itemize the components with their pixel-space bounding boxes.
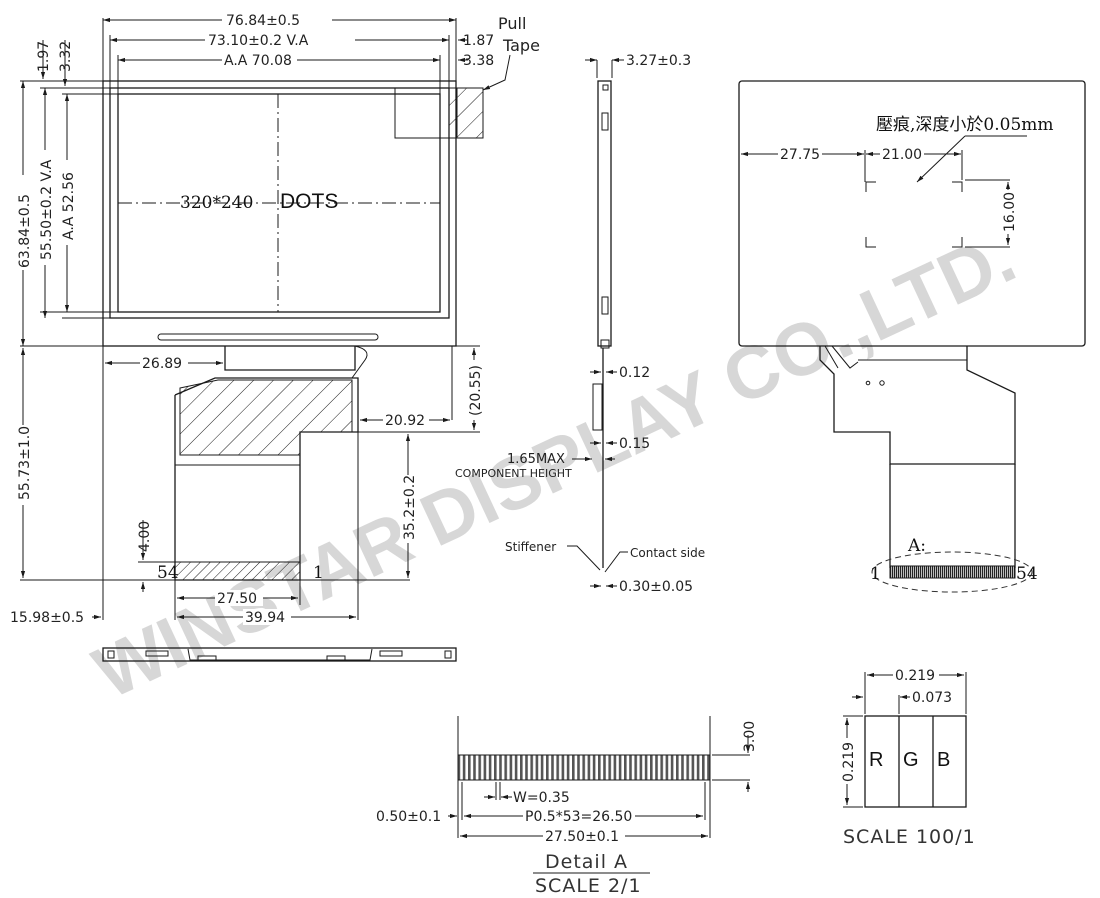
svg-text:1.97: 1.97 [36,41,52,72]
resolution-label: 320*240 [180,193,253,213]
pixel-scale: SCALE 100/1 [843,826,976,848]
svg-text:27.75: 27.75 [780,147,820,163]
svg-text:0.219: 0.219 [895,668,935,684]
svg-text:COMPONENT HEIGHT: COMPONENT HEIGHT [455,467,572,480]
svg-text:0.50±0.1: 0.50±0.1 [376,809,441,825]
svg-text:0.12: 0.12 [619,365,650,381]
resolution-unit: DOTS [280,190,338,213]
svg-text:3.00: 3.00 [742,721,758,752]
pull-tape-box [394,87,458,139]
pixel-detail: R G B 0.219 0.073 0.219 SCALE 100/1 [839,667,976,848]
bottom-side-view [102,647,457,662]
svg-text:63.84±0.5: 63.84±0.5 [17,194,33,268]
svg-text:3.27±0.3: 3.27±0.3 [626,53,691,69]
svg-text:A.A 52.56: A.A 52.56 [61,172,77,240]
svg-text:26.89: 26.89 [142,356,182,372]
svg-text:(20.55): (20.55) [468,365,484,416]
fpc-contacts-back [889,565,1016,579]
detail-a: 3.00 W=0.35 P0.5*53=26.50 0.50±0.1 27.50… [376,716,758,897]
detail-title: Detail A [545,851,628,873]
subpixel-g: G [903,749,919,771]
svg-text:P0.5*53=26.50: P0.5*53=26.50 [525,809,632,825]
fpc-view: 54 1 26.89 20.92 (20.55) 55.73±1.0 35.2±… [10,345,484,626]
svg-text:3.32: 3.32 [58,41,74,72]
svg-text:54: 54 [157,563,179,583]
pull-tape [448,87,484,139]
svg-text:Contact side: Contact side [630,546,705,560]
svg-text:15.98±0.5: 15.98±0.5 [10,610,84,626]
svg-text:A.A 70.08: A.A 70.08 [224,53,292,69]
svg-text:3.38: 3.38 [463,53,494,69]
back-view: 壓痕,深度小於0.05mm 27.75 21.00 16.00 A: 1 54 [738,80,1086,593]
svg-text:16.00: 16.00 [1002,192,1018,232]
svg-text:1.65MAX: 1.65MAX [507,452,565,467]
svg-text:0.30±0.05: 0.30±0.05 [619,579,693,595]
contact-pads [457,754,711,781]
detail-scale: SCALE 2/1 [535,875,642,897]
svg-text:A:: A: [907,536,926,556]
fpc-contacts [174,561,301,581]
svg-text:35.2±0.2: 35.2±0.2 [402,475,418,540]
svg-text:1.87: 1.87 [463,33,494,49]
front-view: 320*240 DOTS Pull Tape 76.84±0.5 73.10±0… [15,11,540,347]
svg-text:27.50±0.1: 27.50±0.1 [545,829,619,845]
viewing-area [109,87,450,319]
svg-text:Pull: Pull [498,14,526,33]
svg-text:Tape: Tape [502,36,540,55]
subpixel-r: R [869,749,883,771]
indent-note: 壓痕,深度小於0.05mm [876,115,1054,135]
svg-text:0.15: 0.15 [619,436,650,452]
svg-text:73.10±0.2 V.A: 73.10±0.2 V.A [208,33,309,49]
svg-text:27.50: 27.50 [217,591,257,607]
svg-text:W=0.35: W=0.35 [513,790,570,806]
svg-text:1: 1 [313,563,324,583]
svg-text:21.00: 21.00 [882,147,922,163]
svg-text:20.92: 20.92 [385,413,425,429]
svg-text:0.219: 0.219 [841,742,857,782]
svg-text:4.00: 4.00 [137,521,153,552]
subpixel-b: B [937,749,950,771]
svg-text:39.94: 39.94 [245,610,285,626]
svg-text:0.073: 0.073 [912,690,952,706]
svg-text:76.84±0.5: 76.84±0.5 [226,13,300,29]
module-outline [102,80,457,347]
svg-text:54: 54 [1016,564,1038,584]
svg-text:Stiffener: Stiffener [505,540,556,554]
svg-text:55.73±1.0: 55.73±1.0 [17,426,33,500]
svg-text:1: 1 [870,564,881,584]
svg-text:55.50±0.2 V.A: 55.50±0.2 V.A [39,159,55,260]
side-view: 3.27±0.3 0.12 0.15 1.65MAX COMPONENT HEI… [455,53,705,595]
